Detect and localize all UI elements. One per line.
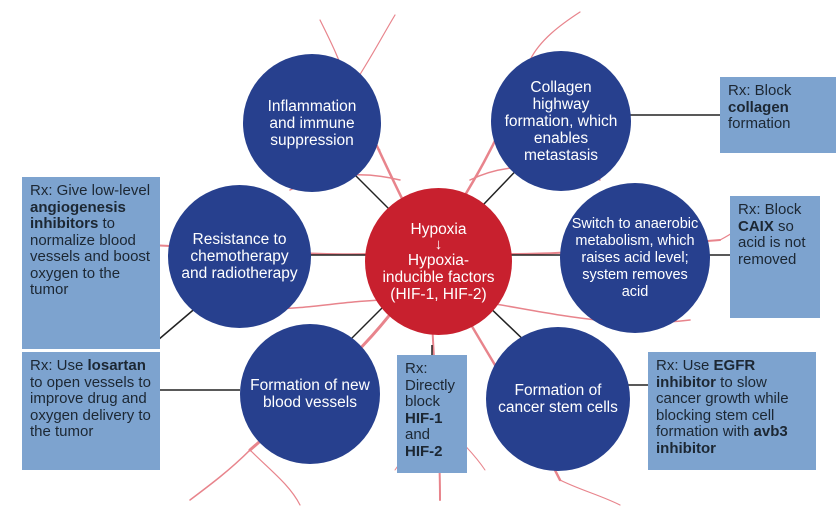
node-stem-cells-label: Formation of cancer stem cells	[498, 382, 618, 416]
rx-box-egfr: Rx: Use EGFR inhibitor to slow cancer gr…	[648, 352, 816, 470]
node-blood-vessels: Formation of new blood vessels	[240, 324, 380, 464]
rx-angiogenesis-pre: Rx: Give low-level	[30, 182, 151, 199]
rx-losartan-bold: losartan	[87, 357, 146, 374]
rx-collagen-post: formation	[728, 115, 791, 132]
rx-caix-bold: CAIX	[738, 217, 774, 235]
rx-egfr-pre: Rx: Use	[656, 357, 714, 374]
rx-box-collagen: Rx: Block collagen formation	[720, 77, 836, 153]
node-resistance-label: Resistance to chemotherapy and radiother…	[181, 231, 298, 282]
node-collagen-label: Collagen highway formation, which enable…	[504, 78, 618, 164]
center-hypoxia-label: Hypoxia	[410, 220, 467, 238]
rx-egfr-bold-1: EGFR inhibitor	[656, 357, 756, 391]
rx-box-angiogenesis: Rx: Give low-level angiogenesis inhibito…	[22, 177, 160, 349]
center-hif-label: Hypoxia-inducible factors (HIF-1, HIF-2)	[382, 251, 495, 303]
node-resistance: Resistance to chemotherapy and radiother…	[168, 185, 311, 328]
rx-angiogenesis-post: to normalize blood vessels and boost oxy…	[30, 215, 151, 298]
center-down-arrow-icon: ↓	[434, 235, 443, 253]
rx-collagen-pre: Rx: Block	[728, 82, 792, 99]
rx-box-hif: Rx: Directly block HIF-1 and HIF-2	[397, 355, 467, 473]
rx-losartan-post: to open vessels to improve drug and oxyg…	[30, 373, 151, 440]
rx-hif-pre: Rx: Directly block	[405, 360, 456, 410]
node-anaerobic: Switch to anaerobic metabolism, which ra…	[560, 183, 710, 333]
node-collagen: Collagen highway formation, which enable…	[491, 51, 631, 191]
node-hypoxia-center: Hypoxia ↓ Hypoxia-inducible factors (HIF…	[365, 188, 512, 335]
rx-egfr-bold-2: avb3 inhibitor	[656, 423, 788, 457]
rx-losartan-pre: Rx: Use	[30, 357, 88, 374]
node-inflammation-label: Inflammation and immune suppression	[267, 97, 357, 149]
rx-angiogenesis-bold: angiogenesis inhibitors	[30, 198, 126, 232]
rx-egfr-mid: to slow cancer growth while blocking ste…	[656, 373, 789, 440]
rx-box-losartan: Rx: Use losartan to open vessels to impr…	[22, 352, 160, 470]
rx-hif-mid: and	[405, 426, 431, 443]
rx-collagen-bold: collagen	[728, 98, 789, 116]
rx-caix-post: so acid is not removed	[738, 217, 806, 268]
node-inflammation: Inflammation and immune suppression	[243, 54, 381, 192]
rx-hif-bold-2: HIF-2	[405, 442, 443, 460]
rx-hif-bold-1: HIF-1	[405, 409, 443, 427]
node-anaerobic-label: Switch to anaerobic metabolism, which ra…	[571, 215, 699, 300]
rx-box-caix: Rx: Block CAIX so acid is not removed	[730, 196, 820, 318]
node-blood-vessels-label: Formation of new blood vessels	[250, 377, 370, 411]
rx-caix-pre: Rx: Block	[738, 201, 802, 218]
node-stem-cells: Formation of cancer stem cells	[486, 327, 630, 471]
